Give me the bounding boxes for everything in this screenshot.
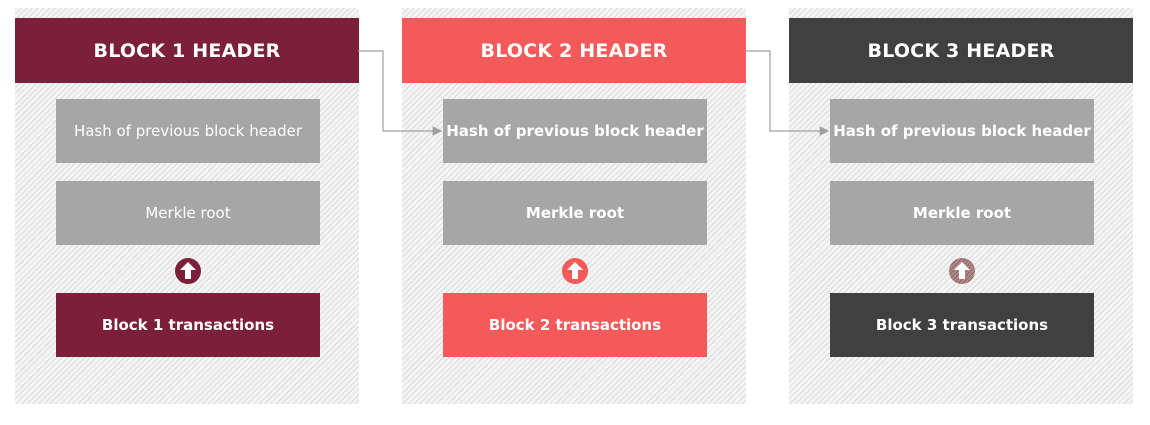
block-1-hash-label: Hash of previous block header: [73, 122, 303, 140]
block-1-header: BLOCK 1 HEADER: [15, 18, 359, 83]
block-3-header-label: BLOCK 3 HEADER: [867, 39, 1055, 62]
block-3-transactions-label: Block 3 transactions: [875, 316, 1049, 334]
up-arrow-circle-icon: [175, 258, 201, 284]
block-3-header: BLOCK 3 HEADER: [789, 18, 1133, 83]
block-1-merkle-label: Merkle root: [145, 204, 231, 222]
block-1-merkle-field: Merkle root: [56, 181, 320, 245]
block-3-transactions: Block 3 transactions: [830, 293, 1094, 357]
block-3-hash-field: Hash of previous block header: [830, 99, 1094, 163]
block-2-transactions: Block 2 transactions: [443, 293, 707, 357]
block-1-header-label: BLOCK 1 HEADER: [93, 39, 281, 62]
block-1-panel: BLOCK 1 HEADER Hash of previous block he…: [15, 8, 359, 404]
block-3-hash-label: Hash of previous block header: [833, 122, 1091, 140]
block-1-hash-field: Hash of previous block header: [56, 99, 320, 163]
block-3-merkle-label: Merkle root: [912, 204, 1012, 222]
up-arrow-circle-icon: [562, 258, 588, 284]
block-1-transactions-label: Block 1 transactions: [101, 316, 275, 334]
block-1-transactions: Block 1 transactions: [56, 293, 320, 357]
up-arrow-circle-icon: [949, 258, 975, 284]
block-2-hash-field: Hash of previous block header: [443, 99, 707, 163]
block-3-panel: BLOCK 3 HEADER Hash of previous block he…: [789, 8, 1133, 404]
block-2-hash-label: Hash of previous block header: [446, 122, 704, 140]
block-2-merkle-field: Merkle root: [443, 181, 707, 245]
block-2-transactions-label: Block 2 transactions: [488, 316, 662, 334]
block-2-panel: BLOCK 2 HEADER Hash of previous block he…: [402, 8, 746, 404]
block-2-header: BLOCK 2 HEADER: [402, 18, 746, 83]
block-3-merkle-field: Merkle root: [830, 181, 1094, 245]
block-2-merkle-label: Merkle root: [525, 204, 625, 222]
block-2-header-label: BLOCK 2 HEADER: [480, 39, 668, 62]
